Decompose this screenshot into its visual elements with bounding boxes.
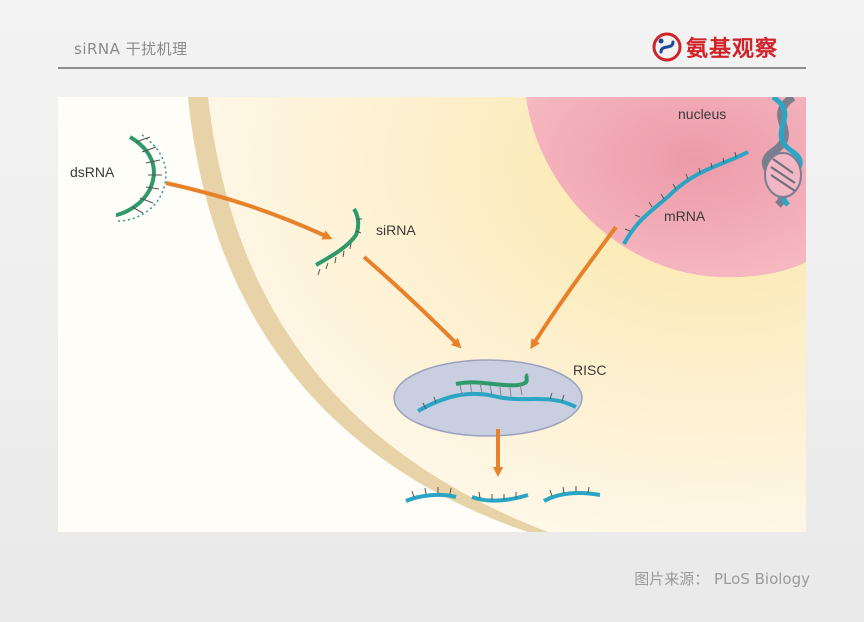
header-divider: [58, 67, 806, 69]
sirna-molecule: [315, 207, 362, 276]
risc-bound-rna: [417, 373, 577, 413]
sirna-mechanism-diagram: dsRNA siRNA nucleus mRNA RISC: [58, 97, 806, 532]
logo-mark-icon: [652, 32, 682, 62]
slide-title: siRNA 干扰机理: [74, 40, 188, 58]
mrna-fragment: [543, 491, 601, 503]
logo-text: 氨基观察: [686, 37, 779, 62]
risc-complex: [393, 359, 583, 437]
label-mrna: mRNA: [664, 208, 706, 224]
dna-helix-icon: [761, 97, 803, 208]
arrow-dsrna-to-sirna: [165, 181, 333, 240]
cleaved-mrna-fragments: [405, 486, 601, 503]
image-credit: 图片来源： PLoS Biology: [634, 570, 810, 588]
label-nucleus: nucleus: [678, 106, 726, 122]
arrow-sirna-to-risc: [362, 255, 462, 349]
mrna-fragment: [405, 492, 457, 503]
brand-logo: 氨基观察: [652, 30, 808, 64]
mrna-molecule: [622, 150, 749, 245]
arrow-mrna-to-risc: [530, 225, 618, 350]
dsrna-molecule: [115, 132, 170, 225]
nucleus: [526, 97, 806, 278]
label-risc: RISC: [573, 362, 606, 378]
label-sirna: siRNA: [376, 222, 416, 238]
mrna-fragment: [471, 493, 529, 503]
label-dsrna: dsRNA: [70, 164, 115, 180]
